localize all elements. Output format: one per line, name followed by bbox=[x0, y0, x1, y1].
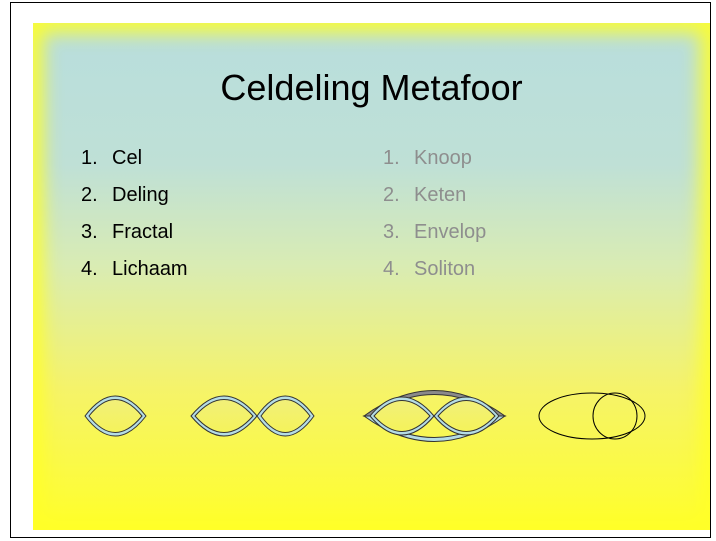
list-number: 1. bbox=[81, 147, 98, 169]
body-shape bbox=[538, 392, 646, 440]
list-item: 2. Keten bbox=[383, 177, 486, 214]
list-number: 1. bbox=[383, 147, 400, 169]
list-item: 1. Knoop bbox=[383, 140, 486, 177]
list-item: 4. Soliton bbox=[383, 251, 486, 288]
cell-division-shapes bbox=[84, 390, 646, 442]
list-number: 2. bbox=[383, 184, 400, 206]
list-number: 4. bbox=[81, 258, 98, 280]
metaphor-list-right: 1. Knoop 2. Keten 3. Envelop 4. Soliton bbox=[383, 140, 486, 288]
fractal-shape bbox=[362, 390, 507, 442]
list-item: 4. Lichaam bbox=[81, 251, 188, 288]
list-label: Cel bbox=[112, 147, 143, 169]
list-number: 3. bbox=[81, 221, 98, 243]
list-label: Fractal bbox=[112, 221, 174, 243]
list-label: Lichaam bbox=[112, 258, 188, 280]
list-number: 4. bbox=[383, 258, 400, 280]
list-item: 1. Cel bbox=[81, 140, 188, 177]
cell-shape bbox=[84, 395, 147, 437]
list-item: 3. Fractal bbox=[81, 214, 188, 251]
division-shape bbox=[190, 395, 315, 437]
list-item: 3. Envelop bbox=[383, 214, 486, 251]
list-label: Keten bbox=[414, 184, 467, 206]
list-label: Deling bbox=[112, 184, 169, 206]
list-number: 3. bbox=[383, 221, 400, 243]
list-label: Knoop bbox=[414, 147, 472, 169]
list-label: Soliton bbox=[414, 258, 476, 280]
list-label: Envelop bbox=[414, 221, 487, 243]
metaphor-list-left: 1. Cel 2. Deling 3. Fractal 4. Lichaam bbox=[81, 140, 188, 288]
slide: Celdeling Metafoor 1. Cel 2. Deling 3. Frac… bbox=[33, 23, 710, 530]
slide-title: Celdeling Metafoor bbox=[220, 67, 523, 108]
list-item: 2. Deling bbox=[81, 177, 188, 214]
list-number: 2. bbox=[81, 184, 98, 206]
